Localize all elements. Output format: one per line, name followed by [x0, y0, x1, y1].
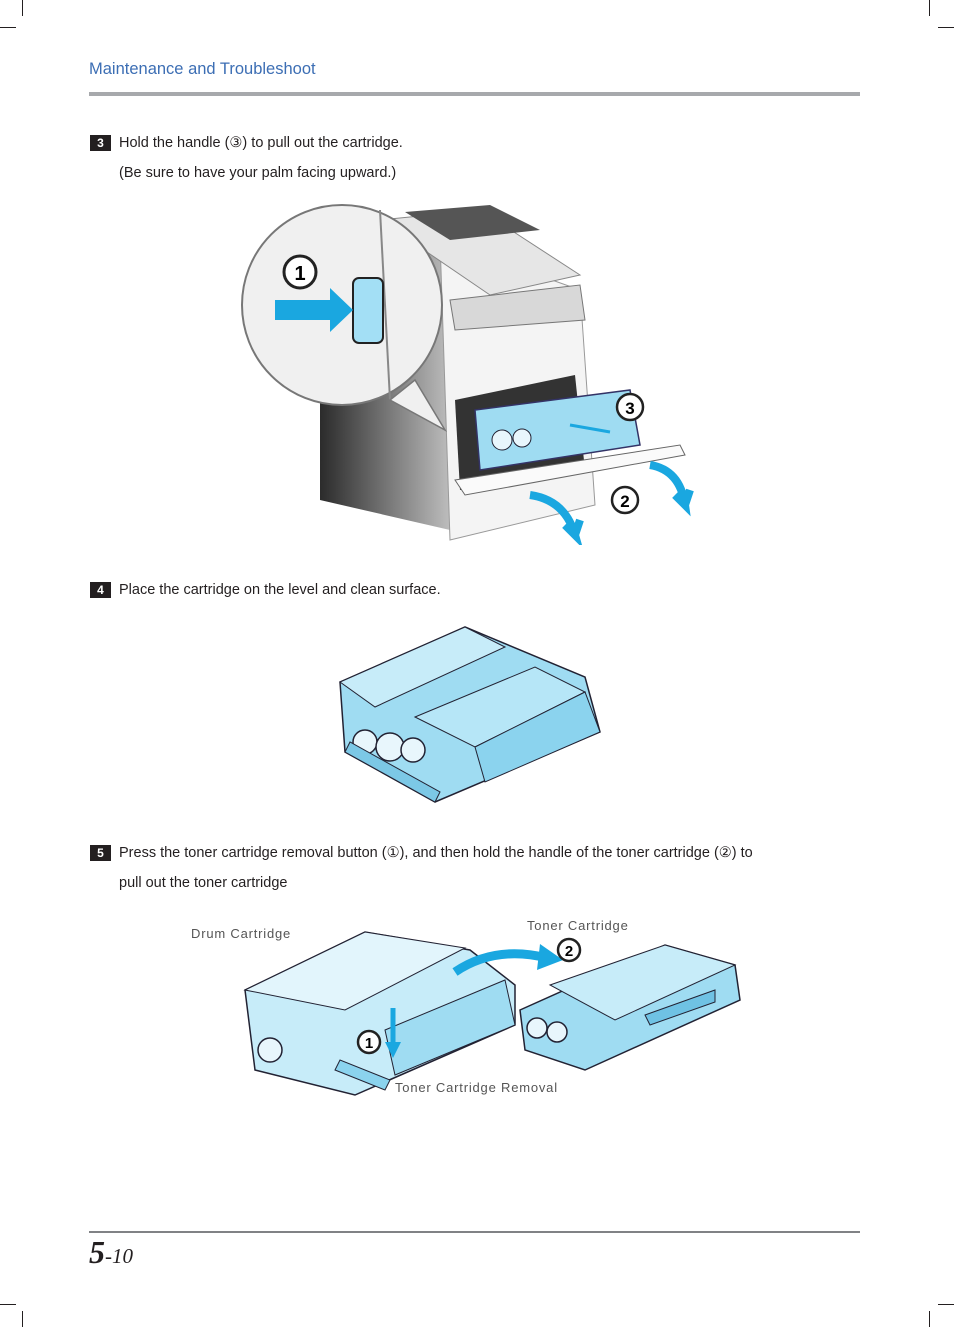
crop-mark	[0, 1304, 16, 1305]
page-number: 5-10	[89, 1234, 133, 1271]
step-text: Press the toner cartridge removal button…	[119, 838, 839, 898]
marker-label: 3	[625, 399, 634, 418]
marker-label: 1	[365, 1035, 373, 1052]
step-badge: 3	[90, 135, 111, 151]
step-line: Place the cartridge on the level and cle…	[119, 582, 441, 598]
step-badge: 4	[90, 582, 111, 598]
crop-mark	[22, 0, 23, 16]
crop-mark	[929, 0, 930, 16]
marker-label: 2	[620, 492, 629, 511]
step-line: pull out the toner cartridge	[119, 875, 288, 891]
marker-1-icon	[282, 254, 318, 290]
crop-mark	[938, 27, 954, 28]
crop-mark	[938, 1304, 954, 1305]
crop-mark	[0, 27, 16, 28]
printer-open-figure: 1 3 2	[241, 204, 694, 545]
footer-rule	[89, 1231, 860, 1233]
crop-mark	[22, 1311, 23, 1327]
marker-2-icon	[610, 485, 640, 515]
toner-removal-label: Toner Cartridge Removal	[395, 1080, 558, 1095]
marker-label: 2	[565, 943, 573, 960]
step-line: (Be sure to have your palm facing upward…	[119, 165, 397, 181]
step-line: Press the toner cartridge removal button…	[119, 845, 753, 861]
marker-label: 1	[294, 263, 305, 285]
marker-1-icon	[356, 1029, 382, 1055]
drum-cartridge-label: Drum Cartridge	[191, 926, 291, 941]
drum-toner-figure: Drum Cartridge Toner Cartridge Toner Car…	[191, 918, 741, 1096]
toner-cartridge-label: Toner Cartridge	[527, 918, 629, 933]
marker-3-icon	[615, 392, 645, 422]
chapter-number: 5	[89, 1234, 105, 1270]
crop-mark	[929, 1311, 930, 1327]
step-text: Place the cartridge on the level and cle…	[119, 575, 839, 605]
step-line: Hold the handle (③) to pull out the cart…	[119, 135, 403, 151]
page-suffix: -10	[105, 1244, 133, 1268]
section-title: Maintenance and Troubleshoot	[89, 60, 316, 78]
step-badge: 5	[90, 845, 111, 861]
marker-2-icon	[556, 937, 582, 963]
cartridge-figure	[338, 626, 601, 803]
header-rule	[89, 92, 860, 96]
step-text: Hold the handle (③) to pull out the cart…	[119, 128, 839, 188]
